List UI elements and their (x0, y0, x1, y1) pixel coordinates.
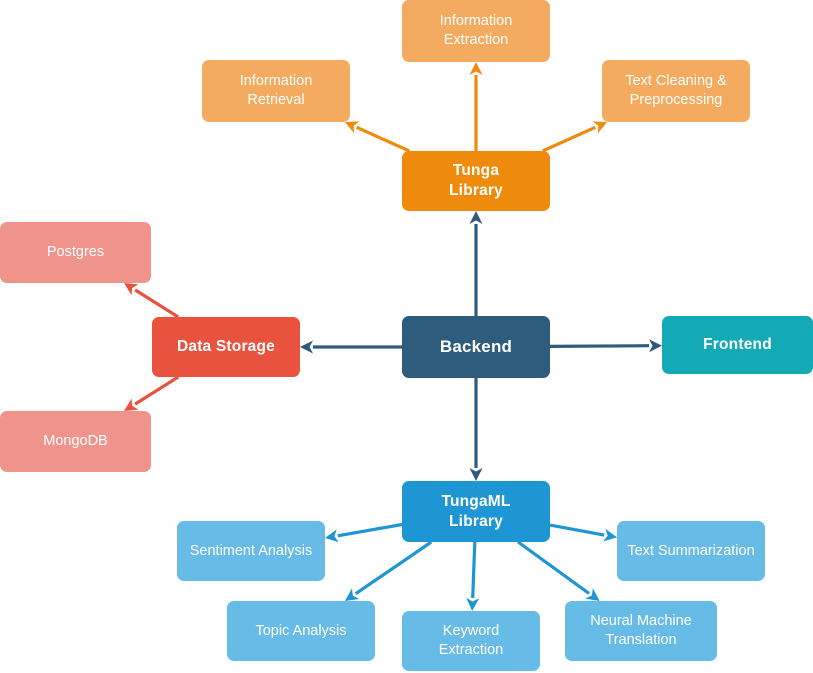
node-label-backend: Backend (439, 337, 513, 357)
arrowhead (469, 211, 483, 224)
node-label-frontend: Frontend (703, 336, 772, 354)
edge-tungaml-to-topic-analysis (344, 540, 433, 601)
node-tunga-library[interactable]: Tunga Library (402, 151, 550, 211)
node-frontend[interactable]: Frontend (662, 316, 813, 374)
node-topic-analysis[interactable]: Topic Analysis (227, 601, 375, 661)
edge-tunga-to-text-cleaning (542, 121, 608, 153)
node-label-text-summarization: Text Summarization (627, 542, 755, 559)
node-neural-machine-translation[interactable]: Neural Machine Translation (565, 601, 717, 661)
edge-tunga-to-information-extraction (469, 62, 483, 151)
arrowhead (325, 529, 339, 543)
arrowhead (469, 468, 483, 481)
edge-backend-to-tunga-library (469, 211, 483, 316)
arrowhead (585, 588, 600, 601)
edge-tungaml-to-keyword-extraction (466, 541, 480, 611)
node-data-storage[interactable]: Data Storage (152, 317, 300, 377)
edge-data-storage-to-mongodb (124, 375, 180, 411)
node-sentiment-analysis[interactable]: Sentiment Analysis (177, 521, 325, 581)
node-postgres[interactable]: Postgres (0, 222, 151, 283)
arrowhead (300, 340, 313, 354)
arrowhead (469, 62, 483, 75)
node-label-information-retrieval: Information Retrieval (239, 73, 313, 108)
arrowhead (344, 121, 360, 134)
node-mongodb[interactable]: MongoDB (0, 411, 151, 472)
node-tungaml-library[interactable]: TungaML Library (402, 481, 550, 542)
edge-backend-to-tungaml-library (469, 378, 483, 481)
node-text-summarization[interactable]: Text Summarization (617, 521, 765, 581)
arrowhead (124, 283, 139, 296)
node-label-neural-machine-translation: Neural Machine Translation (590, 613, 692, 648)
arrowhead (603, 528, 617, 542)
node-keyword-extraction[interactable]: Keyword Extraction (402, 611, 540, 671)
edge-backend-to-frontend (549, 339, 662, 353)
edge-tungaml-to-sentiment-analysis (325, 522, 403, 543)
node-label-postgres: Postgres (46, 244, 105, 261)
edge-backend-to-data-storage (300, 340, 402, 354)
node-label-sentiment-analysis: Sentiment Analysis (189, 542, 313, 559)
node-label-tungaml-library: TungaML Library (441, 492, 511, 530)
arrowhead (592, 121, 608, 134)
arrowhead (649, 339, 662, 353)
node-information-extraction[interactable]: Information Extraction (402, 0, 550, 62)
edge-tungaml-to-neural-translation (517, 540, 600, 601)
edge-data-storage-to-postgres (124, 283, 180, 319)
arrowhead (466, 597, 480, 611)
node-label-keyword-extraction: Keyword Extraction (438, 623, 504, 658)
edge-tunga-to-information-retrieval (344, 121, 410, 153)
node-text-cleaning-preprocessing[interactable]: Text Cleaning & Preprocessing (602, 60, 750, 122)
edge-tungaml-to-text-summarization (549, 523, 617, 542)
node-label-data-storage: Data Storage (176, 338, 275, 356)
node-information-retrieval[interactable]: Information Retrieval (202, 60, 350, 122)
node-label-tunga-library: Tunga Library (449, 162, 503, 199)
arrowhead (344, 588, 360, 601)
node-backend[interactable]: Backend (402, 316, 550, 378)
node-label-topic-analysis: Topic Analysis (255, 622, 347, 639)
node-label-mongodb: MongoDB (43, 433, 108, 450)
node-label-information-extraction: Information Extraction (439, 13, 513, 48)
node-label-text-cleaning-preprocessing: Text Cleaning & Preprocessing (625, 73, 727, 108)
arrowhead (124, 398, 139, 411)
